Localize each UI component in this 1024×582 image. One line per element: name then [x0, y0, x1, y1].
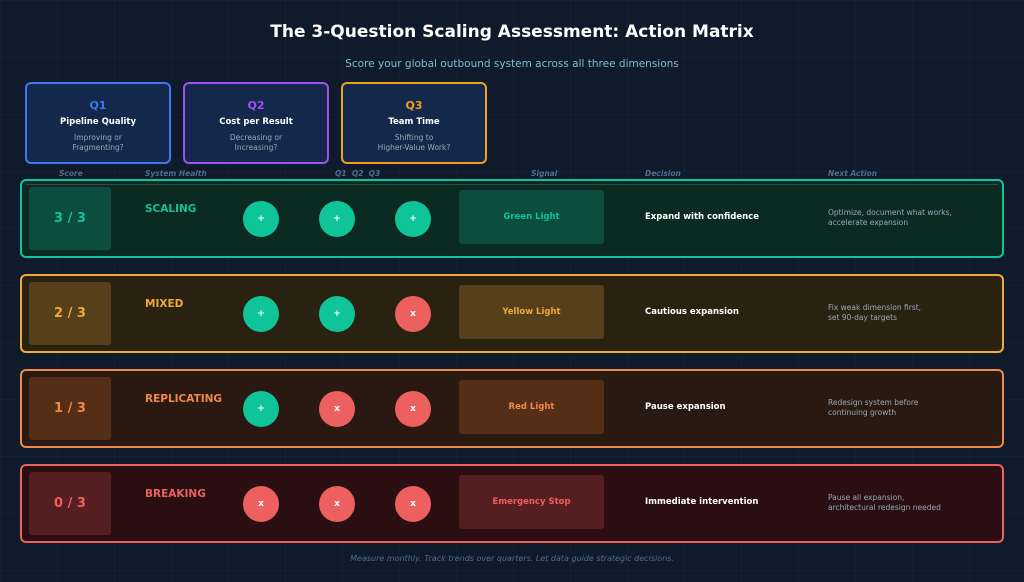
- question-title: Pipeline Quality: [59, 117, 137, 127]
- score-badge: 0 / 3: [29, 472, 111, 535]
- system-health-label: SCALING: [145, 203, 197, 215]
- score-badge: 1 / 3: [29, 377, 111, 440]
- fail-icon: x: [319, 486, 355, 522]
- question-title: Cost per Result: [219, 117, 293, 127]
- question-description: Decreasing or Increasing?: [229, 133, 283, 152]
- decision-text: Immediate intervention: [645, 497, 759, 507]
- matrix-row-breaking: 0 / 3 BREAKING x x x Emergency Stop Immedi…: [20, 464, 1004, 543]
- page-title: The 3-Question Scaling Assessment: Actio…: [270, 22, 754, 42]
- pass-icon: +: [395, 201, 431, 237]
- col-header-signal: Signal: [531, 169, 558, 178]
- score-badge: 2 / 3: [29, 282, 111, 345]
- question-id: Q1: [89, 99, 107, 112]
- fail-icon: x: [395, 296, 431, 332]
- col-header-health: System Health: [145, 169, 207, 178]
- next-action-text: Pause all expansion, architectural redes…: [828, 493, 941, 512]
- col-header-next-action: Next Action: [828, 169, 878, 178]
- fail-icon: x: [395, 391, 431, 427]
- next-action-text: Redesign system before continuing growth: [828, 398, 919, 417]
- system-health-label: MIXED: [145, 298, 184, 310]
- col-header-questions: Q1 Q2 Q3: [335, 169, 381, 178]
- next-action-text: Optimize, document what works, accelerat…: [828, 208, 952, 227]
- pass-icon: +: [319, 201, 355, 237]
- pass-icon: +: [243, 201, 279, 237]
- pass-icon: +: [319, 296, 355, 332]
- pass-icon: +: [243, 296, 279, 332]
- next-action-text: Fix weak dimension first, set 90-day tar…: [828, 303, 922, 322]
- fail-icon: x: [319, 391, 355, 427]
- matrix-row-scaling: 3 / 3 SCALING + + + Green Light Expand wit…: [20, 179, 1004, 258]
- question-card-q1: Q1 Pipeline Quality Improving or Fragmen…: [25, 82, 171, 164]
- decision-text: Cautious expansion: [645, 307, 739, 317]
- col-header-score: Score: [59, 169, 83, 178]
- signal-badge: Yellow Light: [459, 285, 604, 339]
- question-title: Team Time: [388, 117, 440, 127]
- fail-icon: x: [243, 486, 279, 522]
- signal-badge: Emergency Stop: [459, 475, 604, 529]
- question-id: Q3: [405, 99, 423, 112]
- system-health-label: REPLICATING: [145, 393, 223, 405]
- matrix-row-replicating: 1 / 3 REPLICATING + x x Red Light Pause ex…: [20, 369, 1004, 448]
- signal-badge: Green Light: [459, 190, 604, 244]
- divider: [26, 184, 998, 185]
- question-description: Improving or Fragmenting?: [72, 133, 124, 152]
- system-health-label: BREAKING: [145, 488, 206, 500]
- fail-icon: x: [395, 486, 431, 522]
- col-header-decision: Decision: [645, 169, 681, 178]
- question-card-q2: Q2 Cost per Result Decreasing or Increas…: [183, 82, 329, 164]
- footer-note: Measure monthly. Track trends over quart…: [350, 554, 674, 563]
- decision-text: Pause expansion: [645, 402, 726, 412]
- signal-badge: Red Light: [459, 380, 604, 434]
- question-id: Q2: [247, 99, 265, 112]
- question-card-q3: Q3 Team Time Shifting to Higher-Value Wo…: [341, 82, 487, 164]
- page-subtitle: Score your global outbound system across…: [345, 58, 679, 70]
- matrix-row-mixed: 2 / 3 MIXED + + x Yellow Light Cautious ex…: [20, 274, 1004, 353]
- score-badge: 3 / 3: [29, 187, 111, 250]
- question-description: Shifting to Higher-Value Work?: [377, 133, 451, 152]
- pass-icon: +: [243, 391, 279, 427]
- decision-text: Expand with confidence: [645, 212, 759, 222]
